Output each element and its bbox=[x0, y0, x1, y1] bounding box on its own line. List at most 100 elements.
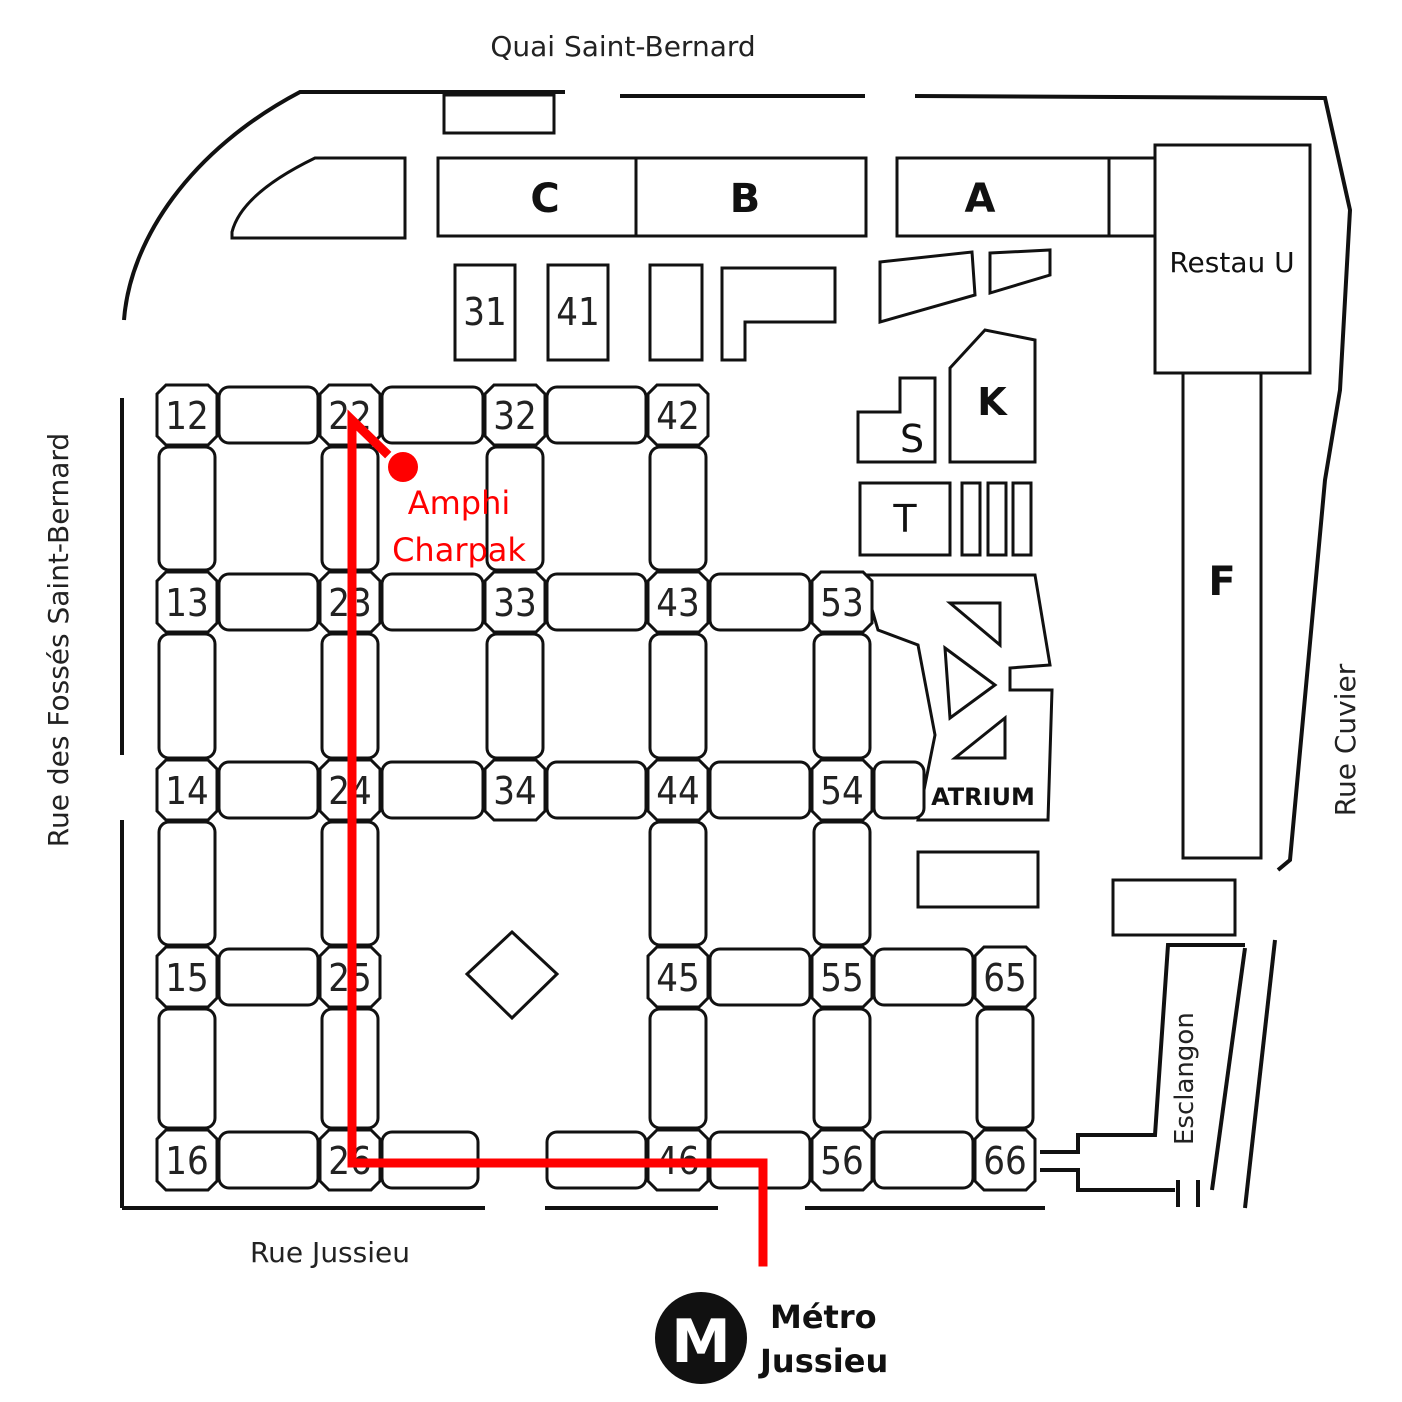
tower-label-12: 12 bbox=[165, 394, 209, 438]
block-mid-4 bbox=[988, 248, 1052, 296]
walkway-v bbox=[157, 1007, 217, 1130]
walkway-v bbox=[648, 1007, 708, 1130]
walkway-v bbox=[975, 1007, 1035, 1130]
tower-14 bbox=[155, 758, 219, 822]
tower-55 bbox=[810, 945, 874, 1009]
walkway-h bbox=[217, 1130, 320, 1190]
tower-56 bbox=[810, 1128, 874, 1192]
building-s-label: S bbox=[900, 417, 924, 461]
block-mid-2 bbox=[720, 266, 837, 362]
building-k-label: K bbox=[977, 380, 1008, 424]
tower-label-66: 66 bbox=[983, 1139, 1027, 1183]
walkway-h bbox=[545, 760, 648, 820]
building-t bbox=[858, 481, 952, 557]
metro-icon-letter: M bbox=[671, 1307, 731, 1377]
building-41-label: 41 bbox=[556, 290, 600, 334]
walkway-h bbox=[872, 947, 975, 1007]
tower-label-56: 56 bbox=[820, 1139, 864, 1183]
tower-label-32: 32 bbox=[493, 394, 537, 438]
esclangon-label: Esclangon bbox=[1170, 1012, 1200, 1145]
tower-53 bbox=[810, 570, 874, 634]
street-west-label: Rue des Fossés Saint-Bernard bbox=[42, 433, 75, 847]
mid-buildings: 31 41 K S T F bbox=[453, 248, 1263, 937]
walkway-h bbox=[217, 947, 320, 1007]
street-outlines bbox=[120, 90, 1353, 1210]
tower-label-15: 15 bbox=[165, 956, 209, 1000]
walkway-v bbox=[812, 1007, 872, 1130]
building-41 bbox=[546, 263, 610, 362]
restau-u-label: Restau U bbox=[1169, 246, 1294, 279]
small-north-block bbox=[442, 93, 556, 135]
connector-block bbox=[1107, 156, 1159, 238]
esclangon-area: Esclangon bbox=[1040, 943, 1247, 1207]
tower-label-34: 34 bbox=[493, 769, 537, 813]
walkway-h bbox=[545, 572, 648, 632]
street-east-label: Rue Cuvier bbox=[1329, 663, 1362, 816]
tower-label-54: 54 bbox=[820, 769, 864, 813]
tower-16 bbox=[155, 1128, 219, 1192]
block-east-1 bbox=[916, 850, 1040, 909]
walkway-v bbox=[648, 820, 708, 947]
metro-jussieu: M Métro Jussieu bbox=[655, 1292, 888, 1384]
tower-44 bbox=[646, 758, 710, 822]
tower-label-33: 33 bbox=[493, 581, 537, 625]
route: Amphi Charpak bbox=[347, 409, 768, 1267]
tower-45 bbox=[646, 945, 710, 1009]
building-a-label: A bbox=[965, 176, 996, 222]
walkway-h bbox=[380, 572, 485, 632]
tower-66 bbox=[973, 1128, 1037, 1192]
tower-43 bbox=[646, 570, 710, 634]
walkway-h bbox=[708, 572, 812, 632]
tower-label-14: 14 bbox=[165, 769, 209, 813]
street-south-label: Rue Jussieu bbox=[250, 1236, 410, 1269]
tower-label-16: 16 bbox=[165, 1139, 209, 1183]
tower-32 bbox=[483, 383, 547, 447]
tower-34 bbox=[483, 758, 547, 822]
walkway-h bbox=[217, 760, 320, 820]
walkway-h bbox=[708, 947, 812, 1007]
tower-54 bbox=[810, 758, 874, 822]
walkway-v bbox=[812, 820, 872, 947]
building-b bbox=[634, 156, 868, 238]
metro-icon bbox=[655, 1292, 747, 1384]
building-b-label: B bbox=[730, 176, 761, 222]
tower-label-55: 55 bbox=[820, 956, 864, 1000]
building-f bbox=[1181, 371, 1263, 860]
route-line bbox=[347, 409, 768, 1267]
block-mid-1 bbox=[648, 263, 704, 362]
block-east-2 bbox=[1111, 878, 1237, 937]
tower-label-44: 44 bbox=[656, 769, 700, 813]
tower-label-42: 42 bbox=[656, 394, 700, 438]
walkway-h bbox=[217, 385, 320, 445]
building-k bbox=[948, 328, 1037, 464]
building-31 bbox=[453, 263, 517, 362]
building-t-label: T bbox=[892, 497, 917, 541]
street-north-label: Quai Saint-Bernard bbox=[490, 30, 755, 63]
tower-12 bbox=[155, 383, 219, 447]
walkway-v bbox=[648, 445, 708, 572]
tower-42 bbox=[646, 383, 710, 447]
tower-label-65: 65 bbox=[983, 956, 1027, 1000]
atrium-label: ATRIUM bbox=[931, 783, 1035, 811]
walkway-v bbox=[812, 632, 872, 760]
tower-33 bbox=[483, 570, 547, 634]
building-31-label: 31 bbox=[463, 290, 507, 334]
building-a bbox=[895, 156, 1111, 238]
walkway-v bbox=[157, 632, 217, 760]
walkway-h bbox=[872, 1130, 975, 1190]
building-f-label: F bbox=[1208, 559, 1235, 605]
walkway-v bbox=[485, 445, 545, 572]
destination-marker bbox=[388, 452, 418, 482]
walkway-h bbox=[545, 385, 648, 445]
tower-15 bbox=[155, 945, 219, 1009]
tower-label-45: 45 bbox=[656, 956, 700, 1000]
building-s bbox=[856, 376, 937, 464]
destination-label-2: Charpak bbox=[392, 531, 526, 569]
tower-label-13: 13 bbox=[165, 581, 209, 625]
walkway-v bbox=[157, 820, 217, 947]
metro-label-1: Métro bbox=[770, 1298, 877, 1336]
atrium: ATRIUM bbox=[860, 573, 1054, 822]
tower-label-53: 53 bbox=[820, 581, 864, 625]
curved-block bbox=[230, 156, 407, 240]
